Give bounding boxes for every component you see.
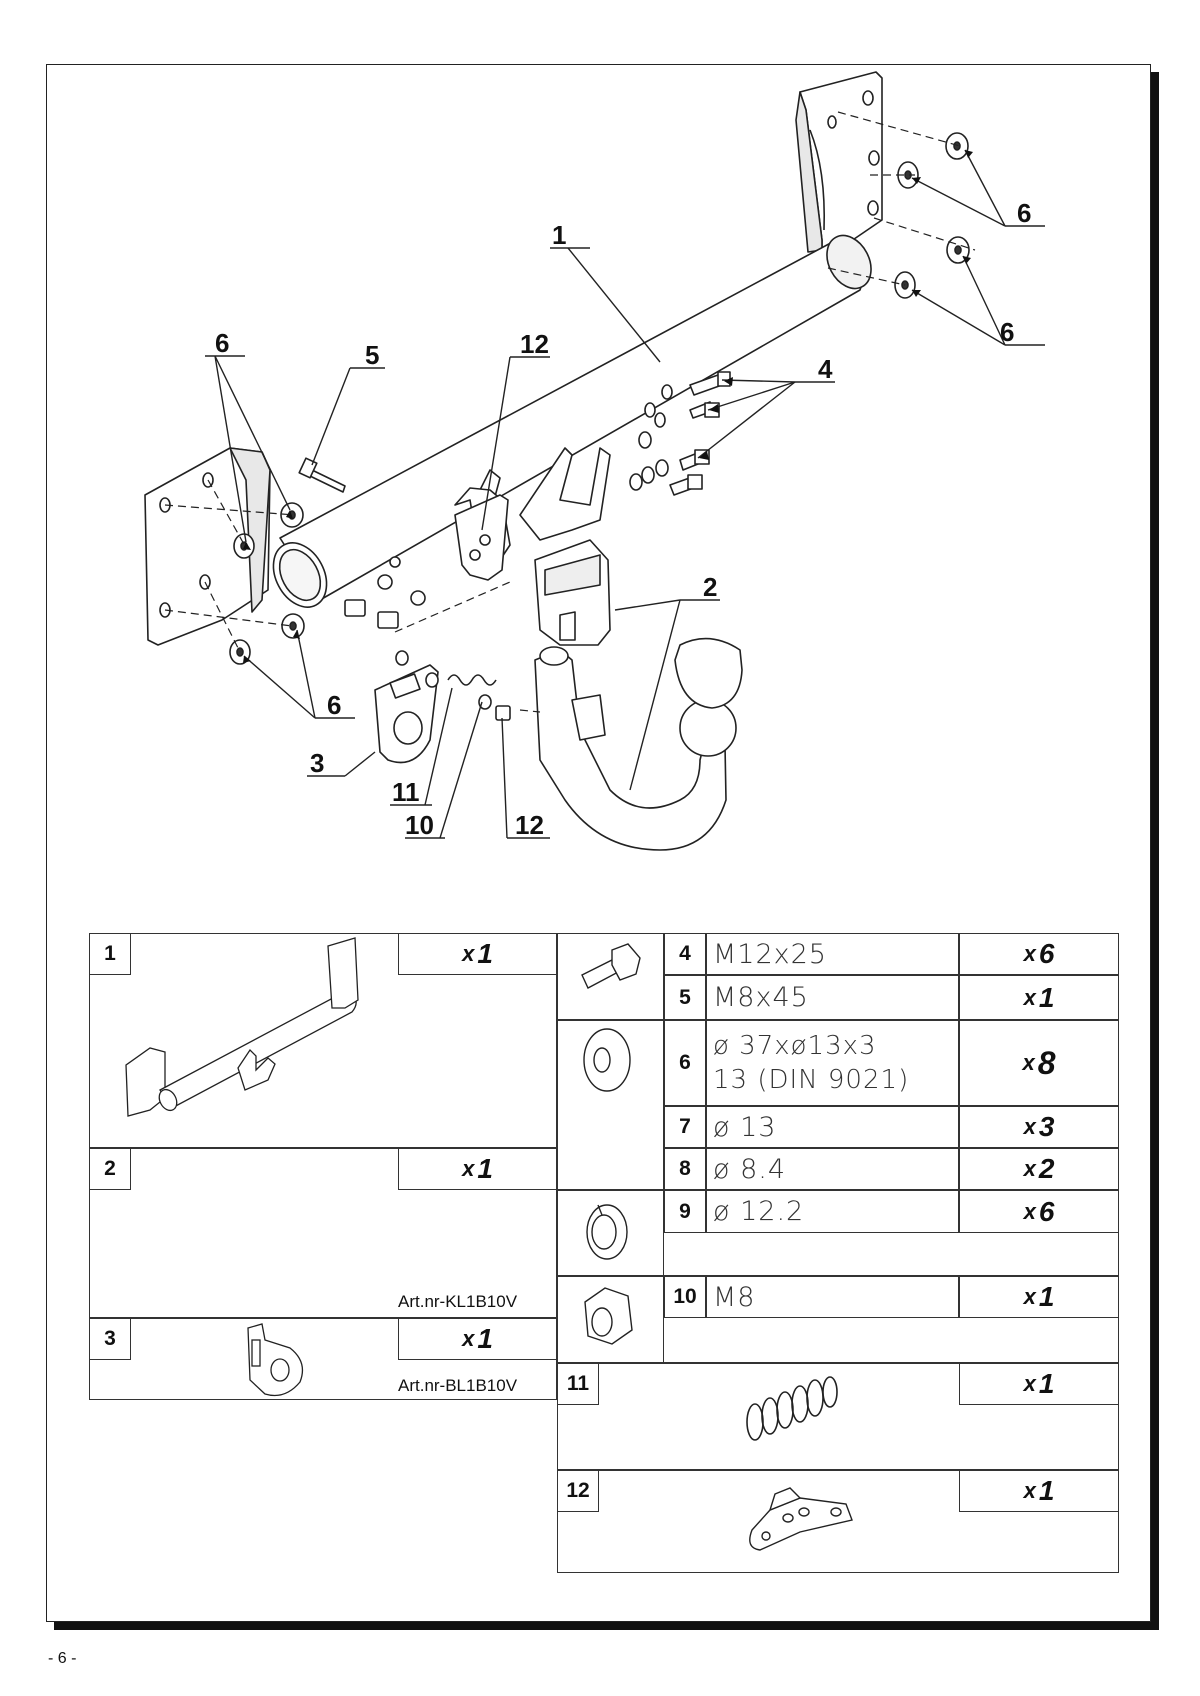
part-number-3: 3	[89, 1318, 131, 1360]
part-spec-5: M8x45	[706, 975, 959, 1020]
callout-11: 11	[392, 777, 420, 807]
qty-prefix: x	[1023, 941, 1036, 966]
spec-line-2: 13 (DIN 9021)	[713, 1065, 910, 1095]
callout-2: 2	[703, 572, 717, 602]
part-number-4: 4	[664, 933, 706, 975]
bolt-5	[298, 457, 346, 493]
part-number-6: 6	[664, 1020, 706, 1106]
qty-prefix: x	[462, 1156, 475, 1181]
bracket-12	[454, 494, 509, 581]
exploded-assembly-drawing: 1 2 3 4 5 6 6 6 6 10 11 12 12	[144, 71, 1045, 851]
icon-cell-bolt	[557, 933, 664, 1020]
part-number-1: 1	[89, 933, 131, 975]
part-spec-7: ø 13	[706, 1106, 959, 1148]
part-spec-8: ø 8.4	[706, 1148, 959, 1190]
qty-value: 6	[1038, 938, 1055, 969]
part-spec-6: ø 37xø13x3 13 (DIN 9021)	[706, 1020, 959, 1106]
qty-prefix: x	[1023, 984, 1036, 1010]
qty-value: 1	[477, 1323, 493, 1354]
qty-value: 6	[1038, 1195, 1055, 1227]
qty-prefix: x	[1023, 1114, 1036, 1139]
callout-1: 1	[552, 220, 566, 250]
qty-value: 1	[1038, 1475, 1055, 1506]
qty-value: 1	[1038, 981, 1055, 1013]
part-number-10: 10	[664, 1276, 706, 1318]
icon-cell-spring-washer	[557, 1190, 664, 1276]
qty-prefix: x	[1023, 1478, 1036, 1503]
callout-6-upper-left: 6	[215, 328, 229, 358]
callout-6-lower-left: 6	[327, 690, 341, 720]
part-spec-4: M12x25	[706, 933, 959, 975]
callout-12-lower: 12	[515, 810, 544, 840]
qty-value: 1	[477, 938, 493, 969]
callout-5: 5	[365, 340, 379, 370]
part-number-7: 7	[664, 1106, 706, 1148]
part-number-2: 2	[89, 1148, 131, 1190]
qty-value: 1	[1038, 1281, 1055, 1312]
spec-line-1: ø 37xø13x3	[713, 1031, 877, 1061]
lower-bolts-group	[344, 556, 426, 629]
row-10-spacer	[664, 1318, 1119, 1363]
callout-6-upper-right: 6	[1017, 198, 1031, 228]
qty-prefix: x	[462, 941, 475, 966]
page-number: - 6 -	[48, 1650, 77, 1667]
washers-6-right	[894, 132, 970, 299]
callout-4: 4	[818, 354, 833, 384]
qty-value: 1	[477, 1153, 493, 1184]
qty-prefix: x	[1023, 1156, 1036, 1181]
callout-6-lower-right: 6	[1000, 317, 1014, 347]
part-number-11: 11	[557, 1363, 599, 1405]
part-number-5: 5	[664, 975, 706, 1020]
qty-value: 1	[1038, 1368, 1055, 1399]
qty-prefix: x	[462, 1326, 475, 1351]
socket-plate-3	[374, 664, 439, 764]
qty-prefix: x	[1022, 1050, 1035, 1075]
part-number-8: 8	[664, 1148, 706, 1190]
qty-prefix: x	[1023, 1198, 1036, 1224]
part-number-9: 9	[664, 1190, 706, 1233]
qty-value: 8	[1037, 1044, 1056, 1081]
icon-cell-nut	[557, 1276, 664, 1363]
article-number-3: Art.nr-BL1B10V	[398, 1376, 518, 1395]
part-spec-10: M8	[706, 1276, 959, 1318]
part-spec-9: ø 12.2	[706, 1190, 959, 1233]
towbar-neck-2	[534, 637, 743, 851]
callout-12-upper: 12	[520, 329, 549, 359]
leader-lines	[205, 149, 1045, 839]
qty-prefix: x	[1023, 1284, 1036, 1309]
spring-washer-nut	[395, 650, 511, 721]
arrowheads	[243, 150, 973, 663]
socket-housing	[534, 539, 611, 646]
callout-3: 3	[310, 748, 324, 778]
qty-value: 2	[1038, 1153, 1055, 1184]
assembly-axis-lines	[164, 111, 976, 713]
main-cross-tube	[272, 234, 872, 608]
icon-cell-washer	[557, 1020, 664, 1190]
callout-10: 10	[405, 810, 434, 840]
right-mounting-plate	[795, 71, 883, 253]
article-number-2: Art.nr-KL1B10V	[398, 1292, 518, 1311]
part-number-12: 12	[557, 1470, 599, 1512]
qty-prefix: x	[1023, 1371, 1036, 1396]
row-9-spacer	[664, 1233, 1119, 1276]
qty-value: 3	[1038, 1111, 1055, 1142]
